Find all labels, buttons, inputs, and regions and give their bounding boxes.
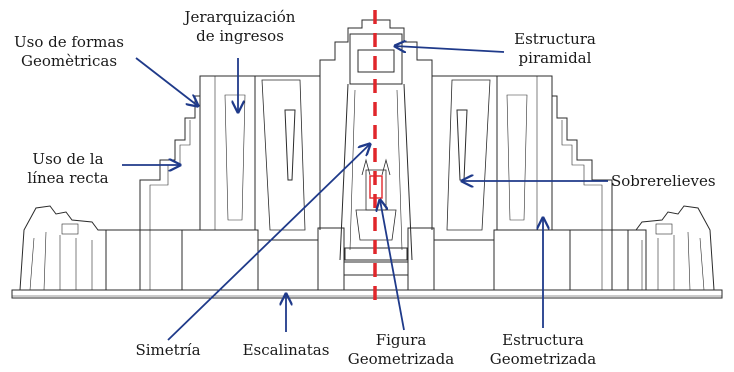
label-linea-line2: línea recta: [27, 169, 109, 187]
label-jerarquizacion: Jerarquización de ingresos: [170, 8, 310, 46]
base-platform: [11, 289, 723, 299]
label-figura-line2: Geometrizada: [347, 350, 455, 368]
right-small-temple: [627, 205, 715, 291]
label-jerarquizacion-line2: de ingresos: [196, 27, 284, 45]
label-jerarquizacion-line1: Jerarquización: [184, 8, 296, 26]
right-stepped-pyramid: [432, 75, 613, 290]
label-linea: Uso de la línea recta: [16, 150, 120, 188]
label-escalinatas: Escalinatas: [242, 341, 330, 359]
label-figura: Figura Geometrizada: [330, 331, 472, 369]
label-geometrizada: Estructura Geometrizada: [472, 331, 614, 369]
label-formas-line1: Uso de formas: [13, 33, 124, 51]
label-formas-line2: Geomètricas: [20, 52, 118, 70]
label-figura-line1: Figura: [375, 331, 427, 349]
label-piramidal-line1: Estructura: [514, 30, 596, 48]
label-linea-line1: Uso de la: [32, 150, 104, 168]
arrow-figura: [380, 200, 405, 331]
label-geometrizada-line1: Estructura: [502, 331, 584, 349]
left-small-temple: [19, 205, 107, 291]
arrow-simetria: [167, 144, 370, 341]
left-stepped-pyramid: [139, 75, 320, 290]
label-piramidal-line2: piramidal: [518, 49, 592, 67]
label-piramidal: Estructura piramidal: [500, 30, 610, 68]
arrow-piramidal: [395, 46, 505, 52]
label-sobrerelieves: Sobrerelieves: [611, 172, 716, 190]
building-drawing: [11, 19, 723, 299]
label-geometrizada-line2: Geometrizada: [489, 350, 597, 368]
label-simetria: Simetría: [135, 341, 201, 359]
arrow-formas: [135, 57, 198, 106]
label-formas: Uso de formas Geomètricas: [2, 33, 136, 71]
